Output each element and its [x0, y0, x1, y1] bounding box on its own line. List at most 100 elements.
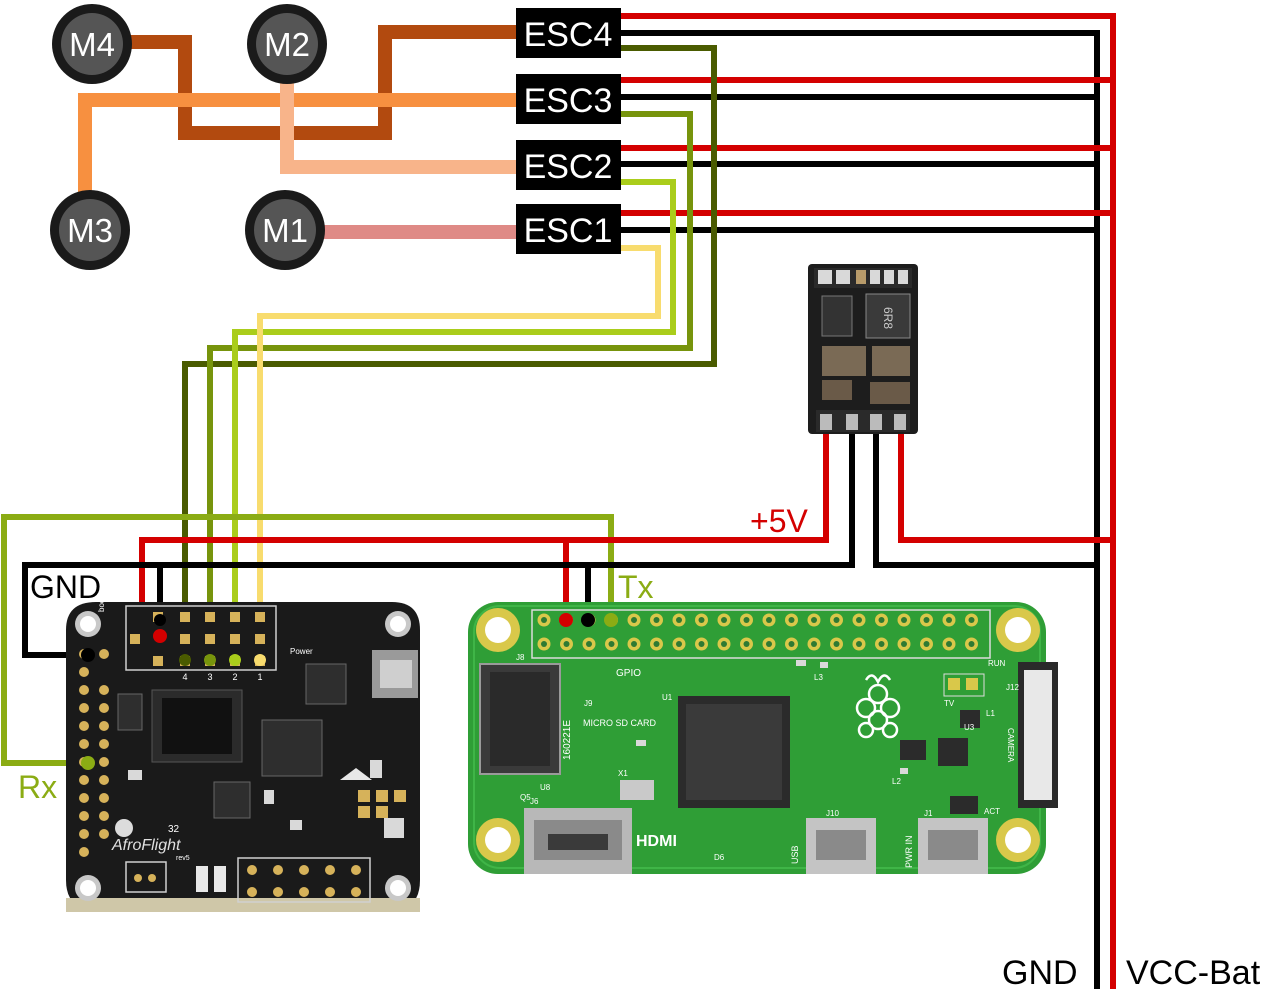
- esc-label: ESC1: [524, 212, 613, 250]
- gpio-pin-hole: [698, 617, 705, 623]
- esc4-signal-wire: [182, 45, 717, 660]
- tv-label: TV: [944, 699, 955, 708]
- esc-esc2: ESC2: [516, 140, 621, 190]
- pi-silk-d6: D6: [714, 853, 725, 862]
- gpio-pins: [537, 613, 978, 651]
- esc4-gnd-wire: [620, 30, 1100, 989]
- esc-signal-wires: [182, 45, 717, 660]
- gpio-pin-hole: [676, 641, 682, 647]
- gpio-pin-hole: [766, 617, 772, 623]
- gpio-pin-hole: [766, 641, 772, 647]
- esc-esc1: ESC1: [516, 204, 621, 254]
- gpio-pin-hole: [946, 641, 952, 647]
- pi-silk-j12: J12: [1006, 683, 1019, 692]
- gpio-pin-hole: [811, 617, 817, 623]
- pi-silk-l1: L1: [986, 709, 995, 718]
- gpio-pin-hole: [676, 617, 682, 623]
- fc-pin-number: 2: [232, 672, 237, 682]
- fc-model: 32: [168, 824, 180, 835]
- pwr-label: PWR IN: [904, 836, 914, 869]
- gnd-bus-label: GND: [1002, 954, 1078, 989]
- gpio-pin-hole: [653, 641, 660, 647]
- gpio-pin-hole: [946, 617, 952, 623]
- regulator-gnd-wire: [873, 418, 1097, 568]
- sd-chip-marking: 160221E: [562, 720, 573, 760]
- fc-boot-label: boot: [97, 596, 106, 612]
- fc-pin-number: 1: [257, 672, 262, 682]
- esc2-signal-wire: [232, 179, 676, 660]
- motor-m3: M3: [50, 190, 130, 270]
- esc-label: ESC4: [524, 16, 613, 54]
- gpio-pin-hole: [856, 617, 862, 623]
- gpio-label: GPIO: [616, 668, 641, 679]
- pi-silk-l2: L2: [892, 777, 901, 786]
- rx-label: Rx: [18, 769, 57, 805]
- pi-silk-x1: X1: [618, 769, 628, 778]
- motors: M4 M2 M3 M1: [50, 4, 327, 270]
- raspberry-logo-icon: [855, 674, 901, 739]
- pi-silk-u8: U8: [540, 783, 551, 792]
- fc-revision: rev5: [176, 855, 190, 862]
- motor-m1: M1: [245, 190, 325, 270]
- motor-m2: M2: [247, 4, 327, 84]
- gpio-pin-hole: [968, 617, 975, 623]
- gpio-pin-hole: [878, 617, 885, 623]
- gpio-pin-hole: [721, 617, 727, 623]
- esc-label: ESC2: [524, 148, 613, 186]
- voltage-regulator: 6R8: [808, 264, 918, 434]
- motor-label: M2: [264, 26, 310, 63]
- fc-pin-number: 4: [182, 672, 187, 682]
- gpio-pin-hole: [968, 641, 975, 647]
- esc-label: ESC3: [524, 82, 613, 120]
- gpio-pin-hole: [901, 641, 907, 647]
- escs: ESC4 ESC3 ESC2 ESC1: [516, 8, 621, 254]
- pi-silk-act: ACT: [984, 807, 1000, 816]
- motor-label: M1: [262, 212, 308, 249]
- fc-brand: AfroFlight: [111, 837, 181, 854]
- esc-esc4: ESC4: [516, 8, 621, 58]
- gpio-pin-hole: [631, 641, 637, 647]
- gpio-pin-hole: [541, 641, 547, 647]
- regulator-vin-wire: [898, 418, 1113, 543]
- fc-pin-number: 3: [207, 672, 212, 682]
- pi-silk-j6: J6: [530, 797, 539, 806]
- esc4-vcc-wire: [620, 13, 1116, 989]
- pi-silk-l3: L3: [814, 673, 823, 682]
- usb-label: USB: [790, 845, 800, 864]
- rx-tx-wire: [1, 514, 614, 766]
- gpio-pin-hole: [923, 641, 930, 647]
- hdmi-label: HDMI: [636, 833, 677, 850]
- gpio-pin-hole: [811, 641, 817, 647]
- pi-silk-u3: U3: [964, 723, 975, 732]
- motor-label: M4: [69, 26, 115, 63]
- run-label: RUN: [988, 659, 1006, 668]
- gpio-pin-hole: [923, 617, 930, 623]
- inductor-marking: 6R8: [881, 307, 895, 329]
- gpio-pin-hole: [653, 617, 660, 623]
- gpio-pin-hole: [788, 617, 795, 623]
- gnd-fc-label: GND: [30, 569, 101, 605]
- gpio-pin-hole: [631, 617, 637, 623]
- camera-label: CAMERA: [1006, 728, 1015, 763]
- esc3-signal-wire: [207, 111, 693, 660]
- motor3-wire: [78, 93, 560, 230]
- gpio-pin-hole: [743, 641, 750, 647]
- plus5v-label: +5V: [750, 503, 808, 539]
- sd-card-label: MICRO SD CARD: [583, 718, 657, 728]
- gpio-pin-hole: [901, 617, 907, 623]
- esc-power-wires: [620, 13, 1116, 989]
- fc-power-label: Power: [290, 647, 313, 656]
- motor-m4: M4: [52, 4, 132, 84]
- gpio-pin-hole: [721, 641, 727, 647]
- gpio-pin-hole: [743, 617, 750, 623]
- tx-label: Tx: [618, 569, 654, 605]
- flight-controller: 4 3 2 1 Power boot: [66, 596, 420, 912]
- gpio-pin-hole: [608, 641, 615, 647]
- pi-silk-j10: J10: [826, 809, 839, 818]
- pi-silk-j8: J8: [516, 653, 525, 662]
- pi-silk-j9: J9: [584, 699, 593, 708]
- gpio-pin-hole: [698, 641, 705, 647]
- gpio-pin-hole: [878, 641, 885, 647]
- gpio-pin-hole: [586, 641, 592, 647]
- gpio-pin-hole: [563, 641, 570, 647]
